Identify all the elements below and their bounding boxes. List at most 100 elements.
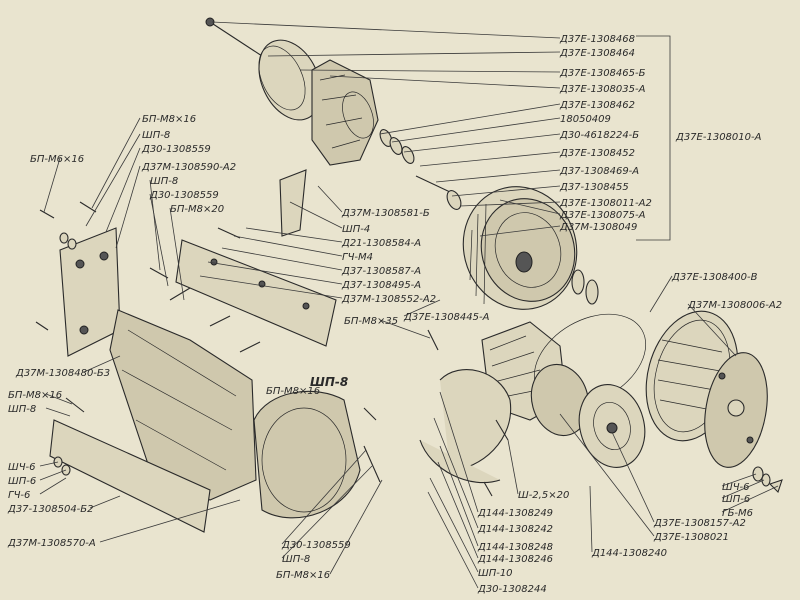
label-part: Д37-1308504-Б2 (7, 504, 94, 515)
leader-line (39, 461, 59, 467)
leader-line (611, 431, 655, 523)
wing-nut (752, 466, 783, 494)
leader-lines (39, 21, 779, 589)
label-part: БП-М8×16 (8, 390, 62, 401)
label-part: ШП-8 (150, 176, 178, 187)
leader-line (245, 227, 343, 243)
middle-labels: Д37М-1308581-Б ШП-4 Д21-1308584-А ГЧ-М4 … (266, 208, 490, 397)
leader-line (559, 413, 655, 537)
lower-rail (49, 419, 211, 533)
label-part: ГЧ-6 (8, 490, 30, 501)
label-part: БП-М8×20 (170, 204, 224, 215)
leader-line (45, 407, 71, 417)
left-bolts (35, 201, 97, 331)
label-part: Д37Е-1308464 (559, 48, 635, 59)
label-part: Д37-1308455 (559, 182, 629, 193)
label-fan-assembly: Д37Е-1308400-В (671, 272, 758, 283)
label-part: Д144-1308242 (477, 524, 553, 535)
label-part: Ш-2,5×20 (518, 490, 569, 501)
leader-line (39, 469, 67, 481)
leader-line (507, 439, 519, 495)
fan-impeller (311, 59, 379, 166)
leader-line (89, 495, 121, 509)
label-part: ШП-8 (142, 130, 170, 141)
leader-line (329, 75, 561, 89)
leader-line (589, 485, 593, 553)
leader-line (267, 51, 561, 57)
leader-line (721, 485, 779, 513)
label-part: Д37Е-1308021 (653, 532, 729, 543)
label-part: Д37Е-1308075-А (559, 210, 646, 221)
leader-line (433, 417, 479, 529)
leader-line (451, 185, 561, 197)
leader-line (281, 449, 367, 545)
leader-line (391, 117, 561, 143)
leader-line (379, 103, 561, 135)
leader-line (149, 193, 169, 287)
leader-line (43, 157, 61, 213)
label-part: Д37Е-1308465-Б (559, 68, 646, 79)
label-part: Д37М-1308590-А2 (141, 162, 236, 173)
leader-line (211, 21, 561, 39)
label-part: Д30-1308559 (281, 540, 351, 551)
leader-line (207, 261, 343, 285)
leader-line (459, 201, 561, 207)
main-pulley (462, 186, 578, 310)
leader-line (403, 299, 441, 317)
leader-line (379, 319, 431, 339)
leader-line (649, 275, 673, 313)
leader-line (149, 179, 161, 271)
long-bracket (175, 239, 337, 347)
clamp-band (419, 369, 512, 484)
label-part: БП-М8×35 (344, 316, 398, 327)
clamp-bolts (427, 329, 509, 497)
leader-line (499, 199, 561, 215)
leader-line (427, 491, 479, 589)
label-part: Д37Е-1308157-А2 (653, 518, 746, 529)
fan-shroud-ring (253, 390, 361, 519)
leader-line (169, 207, 185, 301)
leader-line (85, 133, 141, 227)
leader-line (403, 133, 561, 153)
label-top-group: Д37Е-1308010-А (675, 132, 762, 143)
label-part: БП-М8×16 (266, 386, 320, 397)
label-part: Д144-1308246 (477, 554, 553, 565)
label-part: Д37М-1308581-Б (341, 208, 430, 219)
label-part: БП-М8×16 (142, 114, 196, 125)
label-part: Д21-1308584-А (341, 238, 421, 249)
leader-line (199, 275, 343, 299)
leader-line (289, 201, 343, 229)
label-part: Д37Е-1308452 (559, 148, 635, 159)
leader-line (221, 247, 343, 271)
leader-line (435, 169, 561, 183)
leader-line (91, 117, 141, 209)
label-part: ШЧ-6 (722, 482, 750, 493)
leader-line (721, 479, 765, 499)
label-part: Д144-1308248 (477, 542, 553, 553)
bottom-labels: Ш-2,5×20 Д144-1308249 Д144-1308242 Д144-… (276, 490, 746, 595)
leader-line (429, 477, 479, 573)
leader-line (439, 445, 479, 547)
leader-line (439, 391, 479, 513)
leader-line (39, 477, 67, 495)
label-part: БП-М8×16 (276, 570, 330, 581)
label-part: Д37-1308587-А (341, 266, 421, 277)
label-part: ШП-10 (478, 568, 513, 579)
leader-line (99, 499, 241, 543)
label-part: Д37Е-1308468 (559, 34, 635, 45)
leader-line (105, 147, 141, 233)
pulley-bearings (571, 269, 599, 305)
label-part: БП-М6×16 (30, 154, 84, 165)
label-part: Д30-1308559 (141, 144, 211, 155)
leader-line (115, 165, 141, 249)
label-part: Д37М-1308049 (559, 222, 637, 233)
label-part: Д37М-1308552-А2 (341, 294, 436, 305)
left-column-labels: БП-М6×16 БП-М8×16 ШП-8 Д30-1308559 Д37М-… (7, 114, 236, 549)
label-part: ШЧ-6 (8, 462, 36, 473)
label-part: ШП-8 (310, 375, 348, 389)
label-part: Д37М-1308570-А (7, 538, 96, 549)
label-part: Д30-4618224-Б (559, 130, 639, 141)
generator-pulleys (530, 363, 646, 468)
